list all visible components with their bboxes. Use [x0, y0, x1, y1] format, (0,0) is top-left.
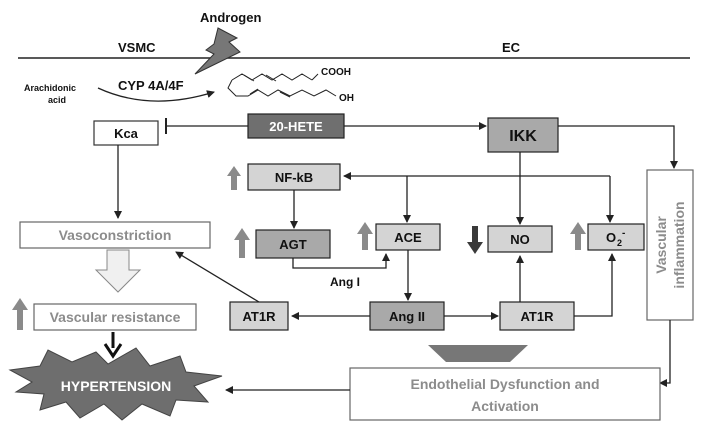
vasoconstriction-box: [19, 221, 211, 249]
at1r-right-label: AT1R: [521, 309, 555, 324]
nfkb-box: [247, 163, 341, 191]
agt-box: [255, 229, 331, 259]
vascular-resistance-box: [33, 303, 197, 331]
o2-subscript: 2: [617, 238, 622, 248]
lightning-icon: [194, 27, 241, 75]
nfkb-up-arrow-icon: [227, 166, 241, 190]
kca-label: Kca: [114, 126, 139, 141]
ikk-to-inflammation-arrow: [558, 125, 678, 169]
at1r-left-label: AT1R: [243, 309, 277, 324]
cyp-reaction-arrow: [97, 87, 215, 102]
endothelial-label-line1: Endothelial Dysfunction and: [410, 376, 599, 392]
cooh-label: COOH: [321, 67, 351, 78]
no-down-arrow-icon: [467, 226, 483, 254]
at1r-to-o2-arrow: [574, 253, 616, 317]
no-box: [487, 225, 553, 253]
at1r-right-box: [499, 301, 575, 331]
vascular-inflammation-label-line2: inflammation: [671, 201, 687, 288]
kca-box: [93, 120, 159, 146]
hypertension-starburst: [8, 347, 223, 421]
ang2-label: Ang II: [389, 309, 425, 324]
vascular-resistance-label: Vascular resistance: [50, 309, 181, 325]
arachidonic-acid-label-line2: acid: [48, 95, 66, 105]
ec-label: EC: [502, 40, 521, 55]
ace-up-arrow-icon: [357, 222, 373, 250]
big-down-arrow-icon: [428, 345, 528, 362]
nfkb-label: NF-kB: [275, 170, 313, 185]
cyp-label: CYP 4A/4F: [118, 78, 184, 93]
hete-label: 20-HETE: [269, 119, 323, 134]
ace-label: ACE: [394, 230, 422, 245]
at1r-left-box: [229, 301, 289, 331]
agt-up-arrow-icon: [234, 228, 250, 258]
ace-box: [375, 223, 441, 251]
ikk-label: IKK: [509, 128, 537, 145]
agt-label: AGT: [279, 237, 307, 252]
vascular-inflammation-label-line1: Vascular: [653, 216, 669, 274]
o2-box: [587, 223, 645, 251]
hollow-arrow-icon: [94, 249, 142, 293]
vasoconstriction-label: Vasoconstriction: [59, 227, 172, 243]
vsmc-label: VSMC: [118, 40, 156, 55]
o2-charge: -: [622, 228, 625, 239]
at1r-to-vasoconstriction-arrow: [175, 251, 260, 303]
resistance-to-hypertension-arrowhead: [103, 343, 123, 359]
no-label: NO: [510, 232, 530, 247]
ang1-label: Ang I: [330, 275, 360, 289]
endothelial-label-line2: Activation: [471, 398, 539, 414]
endothelial-dysfunction-box: [349, 367, 661, 421]
vascular-inflammation-box: [646, 169, 694, 321]
arachidonic-acid-label-line1: Arachidonic: [24, 83, 76, 93]
inflammation-to-endothelial-arrow: [659, 320, 671, 387]
ikk-box: [487, 117, 559, 153]
o2-up-arrow-icon: [570, 222, 586, 250]
o2-label: O: [606, 230, 616, 245]
androgen-label: Androgen: [200, 10, 261, 25]
hypertension-label: HYPERTENSION: [61, 378, 171, 394]
resistance-up-arrow-icon: [12, 298, 28, 330]
hete-molecule-icon: [227, 73, 337, 98]
agt-to-ace-arrow: [292, 253, 390, 269]
oh-label: OH: [339, 93, 354, 104]
